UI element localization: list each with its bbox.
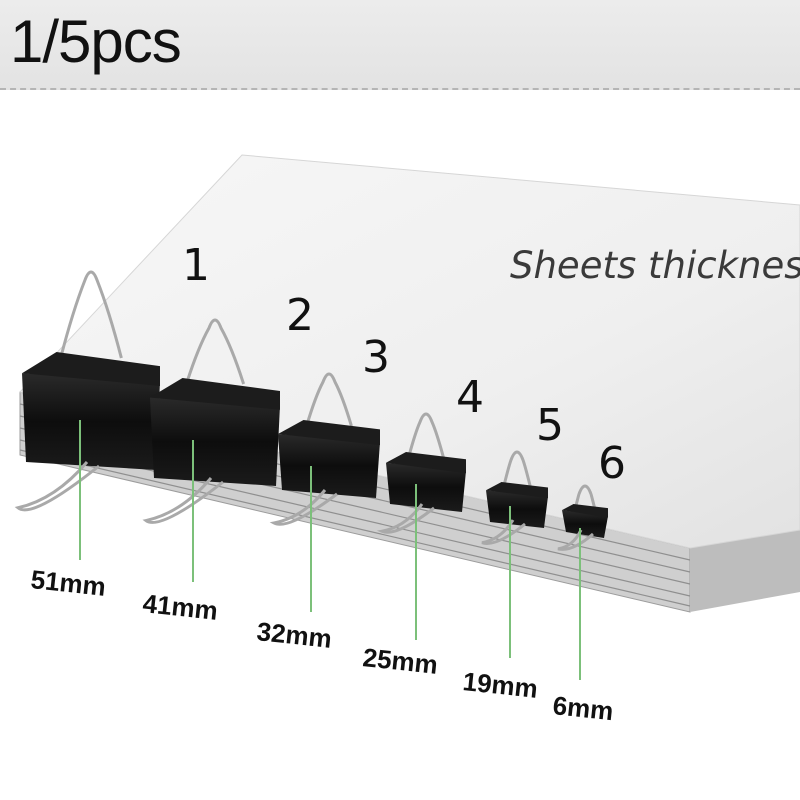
clip-handle-bottom-6: [557, 529, 594, 551]
clip-handle-top-2: [184, 318, 246, 385]
binder-clip-4: [376, 412, 466, 534]
clip-number-5: 5: [536, 400, 564, 451]
clip-body-4: [386, 462, 466, 512]
clip-jaw-2: [150, 378, 280, 410]
clip-number-2: 2: [286, 290, 314, 341]
clip-handle-bottom-1: [14, 461, 100, 512]
clip-jaw-1: [22, 352, 160, 386]
clip-handle-top-1: [59, 270, 123, 359]
size-label-2: 41mm: [141, 588, 219, 626]
clip-body-3: [278, 434, 380, 498]
binder-clip-6: [557, 484, 608, 551]
clip-jaw-3: [278, 420, 380, 446]
clip-handle-bottom-4: [376, 503, 435, 534]
binder-clip-5: [481, 450, 548, 545]
binder-clip-3: [269, 372, 380, 526]
sheets-thickness-caption: Sheets thickness: [510, 244, 800, 287]
size-label-6: 6mm: [551, 690, 615, 726]
clip-handle-top-3: [305, 372, 353, 427]
clip-jaw-4: [386, 452, 466, 474]
clip-number-3: 3: [362, 332, 390, 383]
clip-jaw-5: [486, 482, 548, 499]
clip-body-1: [22, 373, 160, 470]
clip-number-1: 1: [182, 240, 210, 291]
size-label-group: 51mm 41mm 32mm 25mm 19mm 6mm: [29, 564, 615, 726]
clip-body-5: [486, 490, 548, 528]
clip-number-group: 1 23 4 56: [182, 240, 626, 489]
clip-jaw-6: [562, 504, 608, 518]
clip-body-2: [150, 397, 280, 486]
paper-stack: [19, 154, 800, 613]
clip-body-6: [562, 510, 608, 538]
header-bar: 1/5pcs: [0, 0, 800, 90]
binder-clip-1: [14, 270, 160, 512]
clip-handle-top-5: [501, 450, 533, 489]
clip-group: [14, 270, 608, 551]
binder-clip-2: [142, 318, 280, 524]
size-label-4: 25mm: [361, 642, 439, 680]
size-label-3: 32mm: [255, 616, 333, 654]
clip-number-6: 6: [598, 438, 626, 489]
page-title: 1/5pcs: [10, 8, 182, 75]
clip-handle-top-6: [573, 484, 597, 511]
leader-line-group: [79, 420, 581, 680]
header-divider: [0, 88, 800, 90]
size-label-5: 19mm: [461, 666, 539, 704]
clip-handle-top-4: [406, 412, 446, 459]
size-label-1: 51mm: [29, 564, 107, 602]
clip-number-4: 4: [456, 372, 484, 423]
clip-handle-bottom-2: [142, 477, 224, 524]
